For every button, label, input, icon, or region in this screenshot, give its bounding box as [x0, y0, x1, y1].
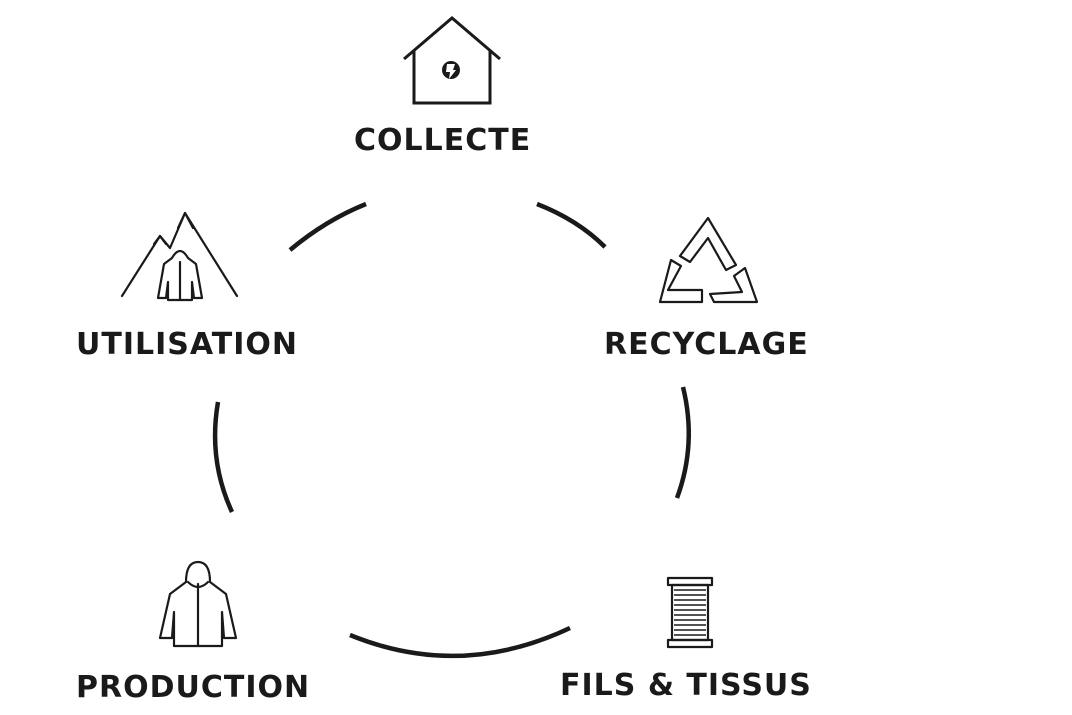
arc-collecte-recyclage — [536, 201, 607, 249]
recycle-icon — [658, 216, 759, 304]
arc-recyclage-fils — [674, 386, 691, 499]
label-recyclage: RECYCLAGE — [604, 327, 809, 362]
house-icon — [403, 16, 501, 105]
cycle-arcs — [212, 201, 691, 659]
jacket-icon — [158, 560, 238, 648]
thread-spool-icon — [666, 576, 714, 649]
arc-production-utilisation — [212, 401, 235, 513]
label-production: PRODUCTION — [76, 670, 311, 705]
label-collecte: COLLECTE — [354, 123, 532, 158]
label-fils-tissus: FILS & TISSUS — [560, 668, 812, 703]
label-utilisation: UTILISATION — [76, 327, 298, 362]
arc-fils-production — [349, 625, 571, 659]
mountain-jacket-icon — [120, 211, 239, 302]
arc-utilisation-collecte — [288, 201, 367, 252]
